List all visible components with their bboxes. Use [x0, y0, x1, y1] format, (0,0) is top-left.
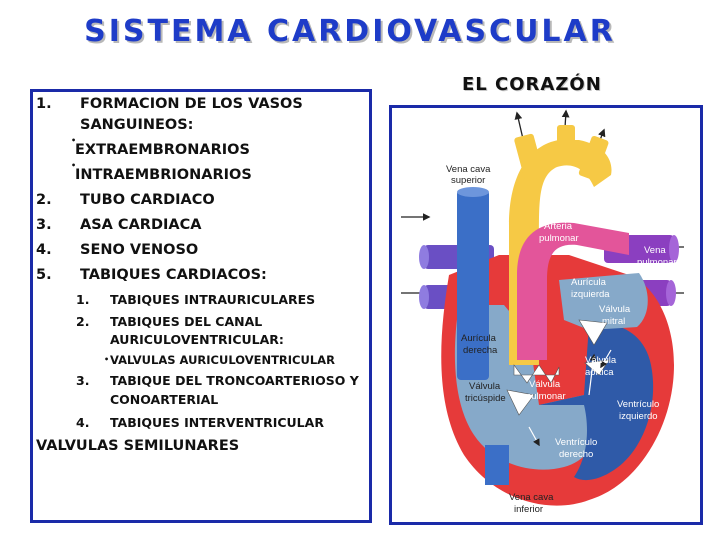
svg-text:izquierdo: izquierdo — [619, 411, 658, 422]
outline-item: •EXTRAEMBRONARIOS — [71, 136, 250, 158]
outline-item: SANGUINEOS: — [80, 117, 194, 133]
label-left-atrium: Aurícula — [571, 277, 607, 288]
outline-subsubitem: •VALVULAS AURICULOVENTRICULAR — [104, 353, 335, 367]
svg-text:izquierda: izquierda — [571, 289, 610, 300]
label-mitral-valve: Válvula — [599, 304, 631, 315]
heart-diagram: Vena cava superior Aorta Arteria pulmona… — [401, 109, 684, 515]
label-pulmonary-vein: Vena — [644, 245, 666, 256]
outline-box — [30, 89, 372, 523]
aorta-branch — [578, 135, 609, 180]
left-atrium — [559, 273, 648, 330]
outline-item: •INTRAEMBRIONARIOS — [71, 161, 252, 183]
outline-subitem: AURICULOVENTRICULAR: — [110, 332, 284, 347]
aorta-branch — [557, 125, 575, 165]
label-pulmonary-artery: Arteria — [544, 221, 573, 232]
pulmonary-artery — [517, 222, 629, 360]
label-pulmonary-valve: Válvula — [529, 379, 561, 390]
slide-subtitle: EL CORAZÓN — [462, 74, 602, 95]
svg-text:derecha: derecha — [463, 345, 498, 356]
svg-text:mitral: mitral — [602, 316, 625, 327]
svg-text:derecho: derecho — [559, 449, 593, 460]
svg-text:inferior: inferior — [514, 504, 543, 515]
aorta-branch — [514, 133, 544, 182]
label-svc: Vena cava — [446, 164, 491, 175]
label-aortic-valve: Válvula — [585, 355, 617, 366]
svg-text:pulmonar: pulmonar — [539, 233, 579, 244]
diagram-labels: Vena cava superior Aorta Arteria pulmona… — [446, 164, 677, 515]
slide-title: SISTEMA CARDIOVASCULAR — [84, 14, 616, 49]
svg-text:aórtica: aórtica — [585, 367, 614, 378]
svg-text:pulmonar: pulmonar — [637, 257, 677, 268]
label-tricuspid-valve: Válvula — [469, 381, 501, 392]
label-right-ventricle: Ventrículo — [555, 437, 597, 448]
svg-text:tricúspide: tricúspide — [465, 393, 506, 404]
label-right-atrium: Aurícula — [461, 333, 497, 344]
outline-item: VALVULAS SEMILUNARES — [36, 438, 240, 454]
right-chambers — [454, 305, 596, 470]
label-ivc: Vena cava — [509, 492, 554, 503]
svg-text:pulmonar: pulmonar — [526, 391, 566, 402]
svg-text:superior: superior — [451, 175, 485, 186]
outline-subitem: CONOARTERIAL — [110, 392, 219, 407]
left-ventricle — [539, 323, 654, 481]
label-left-ventricle: Ventrículo — [617, 399, 659, 410]
vena-cava — [457, 187, 509, 485]
interior-arrows — [528, 349, 612, 447]
label-aorta: Aorta — [552, 190, 575, 201]
